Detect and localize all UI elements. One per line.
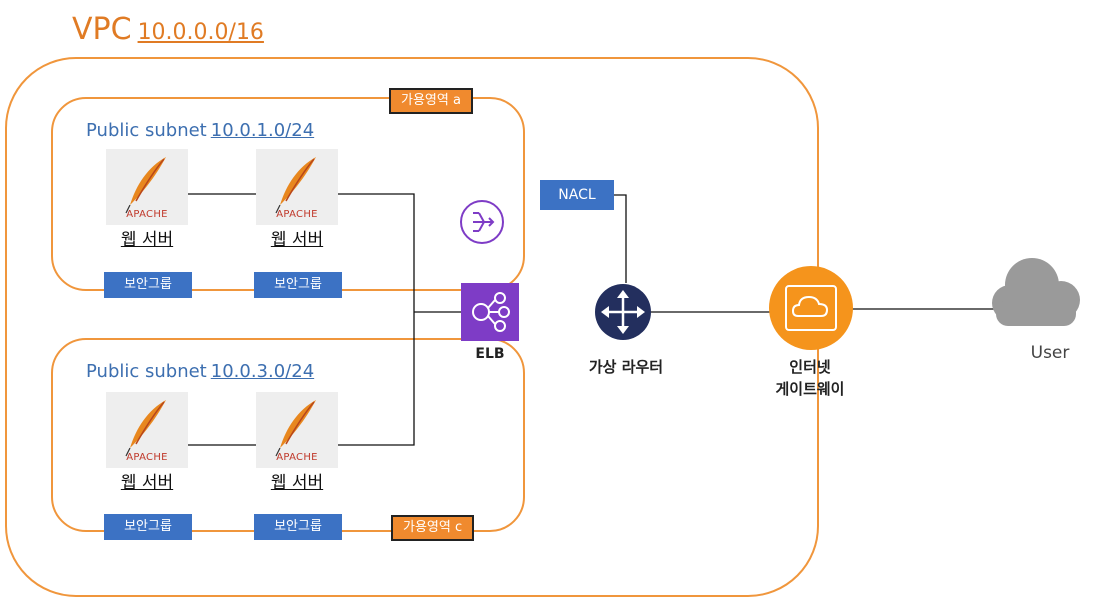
internet-gateway-cloud-icon (769, 266, 853, 350)
igw-label-line2: 게이트웨이 (775, 380, 845, 398)
subnet-a-prefix: Public subnet (86, 120, 207, 141)
nacl-badge: NACL (540, 180, 614, 210)
subnet-c-cidr: 10.0.3.0/24 (210, 361, 315, 382)
vpc-cidr: 10.0.0.0/16 (137, 20, 264, 45)
az-c-badge: 가용영역 c (391, 515, 475, 541)
user-label: User (1030, 343, 1070, 363)
apache-feather-icon (125, 157, 166, 214)
load-balancer[interactable] (461, 283, 519, 341)
subnet-c-prefix: Public subnet (86, 361, 207, 382)
web-server-label: 웹 서버 (120, 473, 174, 493)
elb-label: ELB (475, 346, 505, 362)
az-a-badge: 가용영역 a (389, 88, 473, 114)
apache-feather-icon (275, 157, 316, 214)
igw-label-line1: 인터넷 (789, 358, 831, 376)
subnet-a-cidr: 10.0.1.0/24 (210, 120, 315, 141)
apache-logo-text: APACHE (276, 452, 318, 463)
load-balancer-icon (472, 292, 510, 332)
web-server[interactable]: APACHE 웹 서버 (106, 392, 188, 493)
web-server-label: 웹 서버 (270, 473, 324, 493)
vpc-label: VPC (72, 12, 132, 47)
igw-label: 인터넷 게이트웨이 (742, 356, 878, 400)
web-server[interactable]: APACHE 웹 서버 (106, 149, 188, 250)
apache-logo-text: APACHE (276, 209, 318, 220)
security-group-badge: 보안그룹 (104, 514, 192, 540)
web-server-label: 웹 서버 (270, 230, 324, 250)
user-cloud-icon (992, 258, 1080, 326)
security-group-badge: 보안그룹 (254, 514, 342, 540)
router-label: 가상 라우터 (588, 358, 664, 376)
nat-gateway-icon (460, 200, 504, 244)
web-server-label: 웹 서버 (120, 230, 174, 250)
security-group-badge: 보안그룹 (254, 272, 342, 298)
security-group-badge: 보안그룹 (104, 272, 192, 298)
web-server[interactable]: APACHE 웹 서버 (256, 149, 338, 250)
apache-feather-icon (275, 400, 316, 457)
apache-logo-text: APACHE (126, 452, 168, 463)
apache-logo-text: APACHE (126, 209, 168, 220)
connector-lines (188, 193, 994, 446)
router-icon (595, 284, 651, 340)
web-server[interactable]: APACHE 웹 서버 (256, 392, 338, 493)
apache-feather-icon (125, 400, 166, 457)
